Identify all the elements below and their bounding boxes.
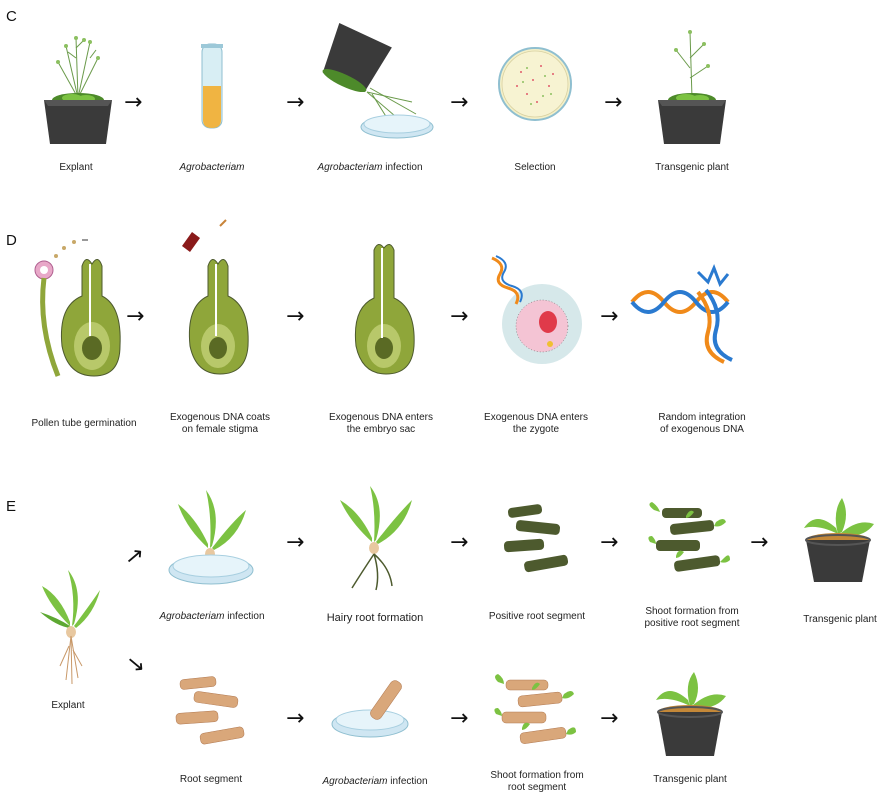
right-arrow-icon: →	[604, 90, 623, 115]
root-segment-in-dish	[330, 674, 420, 754]
right-arrow-icon: →	[450, 304, 469, 329]
label-c-agrobacteriam: Agrobacteriam	[179, 162, 245, 173]
label-e-root-segment: Root segment	[179, 774, 243, 785]
pollen-tube-ovary	[28, 236, 124, 386]
hairy-root-seedling	[332, 482, 422, 592]
label-c-selection: Selection	[514, 162, 556, 173]
shoot-positive-root-segments	[646, 502, 730, 578]
zygote-cell	[486, 254, 586, 364]
right-arrow-icon: →	[124, 90, 143, 115]
label-d-pollen-tube: Pollen tube germination	[31, 418, 137, 429]
positive-root-segments	[498, 500, 578, 580]
label-e-hairy-root: Hairy root formation	[326, 612, 424, 624]
panel-letter-e: E	[6, 498, 17, 515]
transgenic-plant-pot-e-bottom	[650, 670, 730, 760]
dna-coats-stigma-ovary	[178, 218, 258, 378]
label-e-bottom-transgenic: Transgenic plant	[653, 774, 727, 785]
dna-helix-integration	[628, 262, 758, 372]
label-e-top-transgenic: Transgenic plant	[803, 614, 877, 625]
label-e-bottom-infection: Agrobacteriam infection	[322, 776, 428, 787]
right-arrow-icon: →	[600, 530, 619, 555]
explant-plant-pot	[38, 28, 118, 148]
test-tube	[200, 42, 224, 132]
transgenic-plant-pot-e-top	[798, 494, 878, 584]
panel-letter-d: D	[6, 232, 17, 249]
right-arrow-icon: →	[286, 304, 305, 329]
down-right-arrow-icon: →	[120, 649, 151, 681]
right-arrow-icon: →	[600, 706, 619, 731]
right-arrow-icon: →	[126, 304, 145, 329]
right-arrow-icon: →	[450, 706, 469, 731]
label-c-transgenic-plant: Transgenic plant	[655, 162, 729, 173]
root-segments-light	[170, 672, 250, 752]
right-arrow-icon: →	[286, 530, 305, 555]
dna-embryo-sac-ovary	[344, 240, 424, 380]
label-e-positive-root: Positive root segment	[488, 611, 586, 622]
right-arrow-icon: →	[600, 304, 619, 329]
label-c-agrobacterium-infection: Agrobacteriam infection	[317, 162, 423, 173]
panel-letter-c: C	[6, 8, 17, 25]
seedling-in-dish	[166, 488, 256, 588]
label-e-top-infection: Agrobacteriam infection	[159, 611, 265, 622]
explant-seedling	[36, 566, 106, 686]
right-arrow-icon: →	[286, 90, 305, 115]
label-e-explant: Explant	[51, 700, 85, 711]
right-arrow-icon: →	[286, 706, 305, 731]
up-right-arrow-icon: →	[119, 541, 150, 573]
selection-petri-plate	[497, 46, 573, 122]
right-arrow-icon: →	[450, 90, 469, 115]
right-arrow-icon: →	[450, 530, 469, 555]
shoot-root-segments	[492, 674, 576, 750]
label-c-explant: Explant	[59, 162, 93, 173]
agrobacterium-infection-pot-dish	[312, 22, 442, 142]
right-arrow-icon: →	[750, 530, 769, 555]
transgenic-plant-pot-c	[652, 28, 732, 148]
